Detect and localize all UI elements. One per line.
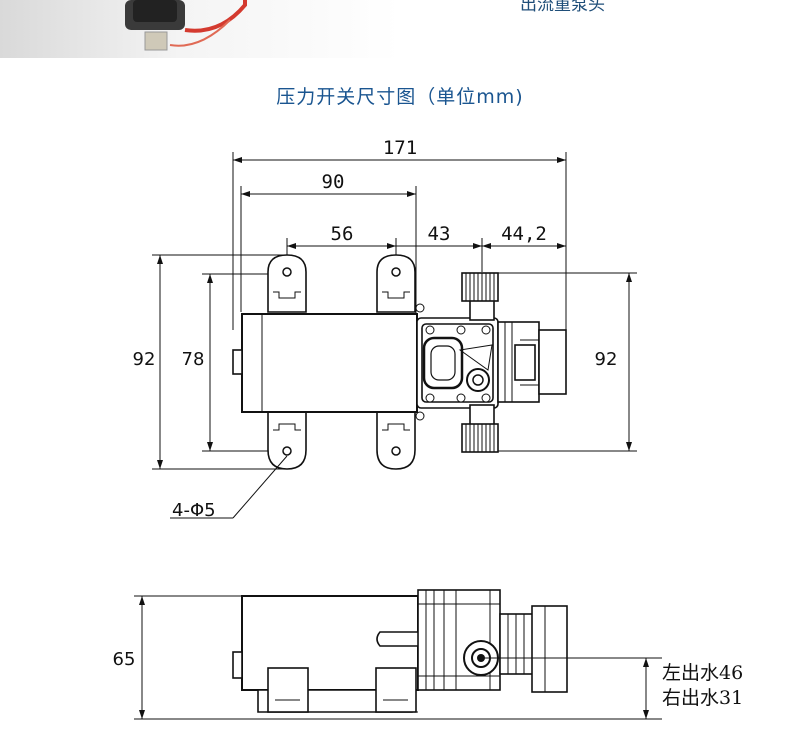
product-photo [0, 0, 400, 58]
hole-callout-leader [232, 455, 288, 519]
side-pump-head [417, 589, 501, 691]
dim-arrows-44-2 [482, 243, 566, 249]
dim-65-label: 65 [113, 649, 136, 670]
outlet-fitting-bottom [461, 404, 499, 453]
motor-end-cap [232, 349, 243, 375]
page-title: 压力开关尺寸图（单位mm) [276, 86, 524, 108]
side-pressure-switch [499, 605, 568, 693]
dim-78-label: 78 [182, 349, 205, 370]
pressure-switch [497, 321, 567, 403]
dim-arrows-43 [473, 243, 482, 249]
side-base-feet [257, 667, 418, 713]
mounting-ear-top-left [267, 254, 307, 313]
outlet-fitting-top [461, 272, 499, 321]
dim-171-label: 171 [383, 137, 417, 159]
photo-caption: 出流重泵头 [520, 0, 605, 15]
hole-callout-label: 4-Φ5 [172, 500, 216, 521]
pump-head [415, 303, 499, 421]
dim-90-label: 90 [322, 171, 345, 193]
mounting-ear-top-right [376, 254, 416, 313]
side-view: 65 [113, 589, 743, 720]
mounting-ear-bottom-right [376, 411, 416, 470]
dim-44-2-label: 44,2 [501, 223, 547, 245]
outlet-right-label: 右出水31 [662, 687, 743, 709]
outlet-left-label: 左出水46 [662, 662, 743, 684]
dim-56-label: 56 [331, 223, 354, 245]
dim-43-label: 43 [428, 223, 451, 245]
motor-body [241, 313, 418, 413]
top-view: 171 90 56 43 44,2 92 78 92 [133, 137, 637, 521]
side-motor-end-cap [232, 651, 243, 679]
dim-92-left-label: 92 [133, 349, 156, 370]
dim-92-right-label: 92 [595, 349, 618, 370]
product-photo-strip: 出流重泵头 [0, 0, 800, 60]
mounting-ear-bottom-left [267, 411, 307, 470]
